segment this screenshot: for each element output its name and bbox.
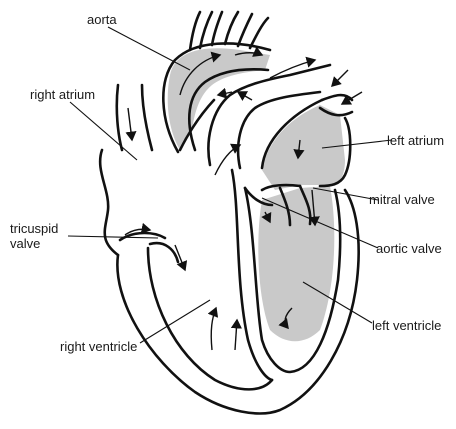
label-left-atrium: left atrium [387,133,444,148]
label-aortic-valve: aortic valve [376,241,442,256]
label-right-atrium: right atrium [30,87,95,102]
left-atrium-shading [262,105,345,190]
aorta-shading [168,48,270,150]
right-atrium-wall [100,150,118,255]
label-tricuspid-line2: valve [10,236,58,251]
aorta-leader [108,27,190,70]
label-aorta: aorta [87,12,117,27]
label-tricuspid-valve: tricuspid valve [10,221,58,251]
tricuspid-leader [68,236,158,238]
right-atrium-leader [70,102,137,160]
label-mitral-valve: mitral valve [369,192,435,207]
label-left-ventricle: left ventricle [372,318,441,333]
superior-vena-cava [117,85,122,150]
right-ventricle-leader [140,300,210,343]
label-tricuspid-line1: tricuspid [10,221,58,236]
left-ventricle-shading [258,186,334,341]
label-right-ventricle: right ventricle [60,339,137,354]
tricuspid-valve-flap [150,243,178,262]
